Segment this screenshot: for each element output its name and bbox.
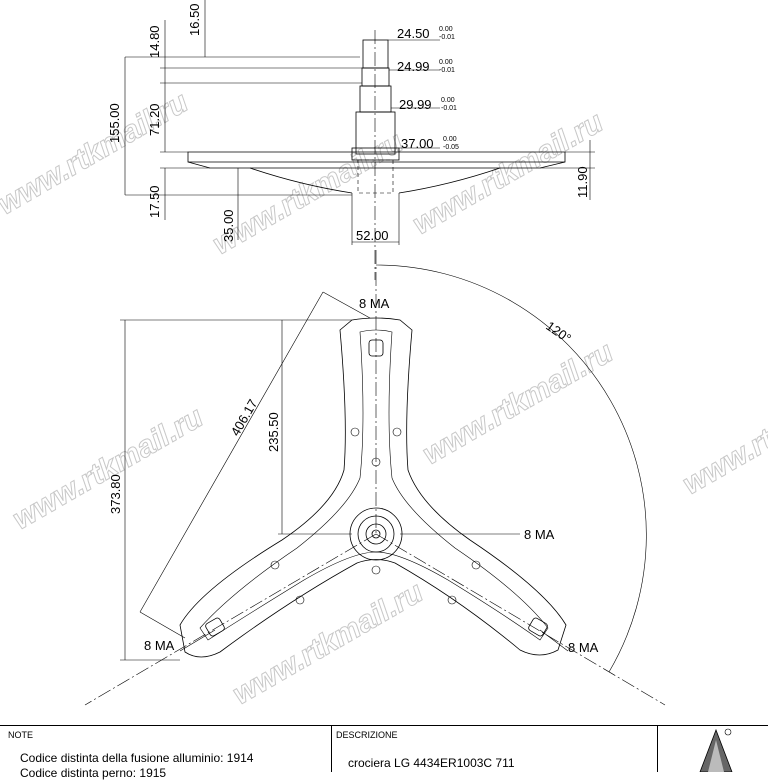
dim-line-406 — [139, 291, 324, 613]
rib-dot-6 — [471, 560, 481, 570]
ext-line-406-bottom — [139, 611, 186, 639]
thread-label-top: 8 MA — [359, 296, 390, 311]
description-heading: DESCRIZIONE — [336, 730, 398, 740]
watermark-5: www.rtkmail.ru — [417, 336, 619, 472]
tol-24-50-low: -0.01 — [439, 34, 455, 41]
note-cell: NOTE Codice distinta della fusione allum… — [0, 726, 332, 780]
dim-16-50: 16.50 — [187, 3, 202, 36]
tol-29-99-up: 0.00 — [441, 97, 455, 104]
dim-24-50: 24.50 — [397, 26, 430, 41]
note-line-2: Codice distinta perno: 1915 — [20, 766, 167, 780]
dim-37-00: 37.00 — [401, 136, 434, 151]
dim-235-50: 235.50 — [266, 412, 281, 452]
spider-inner-outline — [199, 329, 549, 641]
dim-52-00: 52.00 — [356, 228, 389, 243]
shaft-step-1 — [362, 39, 389, 69]
rib-dot-4 — [270, 560, 280, 570]
description-text: crociera LG 4434ER1003C 711 — [348, 756, 515, 770]
right-arm-axis — [375, 533, 666, 706]
dim-155-00: 155.00 — [107, 103, 122, 143]
dim-17-50: 17.50 — [147, 185, 162, 218]
company-logo-icon — [699, 728, 733, 772]
ext-line-406-top — [322, 291, 371, 319]
watermark-7: www.rtkmail.ru — [227, 576, 429, 712]
rib-dot-2 — [392, 427, 402, 437]
tol-24-50-up: 0.00 — [439, 26, 453, 33]
top-view: 120° 373.80 235.50 406.17 8 MA 8 MA 8 MA… — [84, 250, 666, 706]
rib-dot-5 — [295, 595, 305, 605]
dim-35-00: 35.00 — [221, 209, 236, 242]
note-line-1: Codice distinta della fusione alluminio:… — [20, 751, 254, 765]
thread-label-left: 8 MA — [144, 638, 175, 653]
rib-dot-7 — [447, 595, 457, 605]
thread-label-center: 8 MA — [524, 527, 555, 542]
watermark-4: www.rtkmail.ru — [7, 401, 209, 537]
tol-24-99-low: -0.01 — [439, 67, 455, 74]
title-block: NOTE Codice distinta della fusione allum… — [0, 725, 768, 780]
dim-11-90: 11.90 — [575, 166, 590, 198]
hub-bore — [371, 529, 381, 539]
rib-dot-1 — [350, 427, 360, 437]
watermark-6: www.rtkmail.ru — [677, 366, 768, 502]
shaft-step-4 — [355, 111, 396, 155]
dim-373-80: 373.80 — [108, 474, 123, 514]
tol-37-00-up: 0.00 — [443, 136, 457, 143]
technical-drawing: www.rtkmail.ru www.rtkmail.ru www.rtkmai… — [0, 0, 768, 712]
dim-24-99: 24.99 — [397, 59, 430, 74]
shaft-step-3 — [359, 85, 392, 113]
dim-406-17: 406.17 — [228, 397, 261, 439]
leader-right-thread — [539, 629, 569, 652]
rib-dot-8 — [371, 565, 381, 575]
leader-left-thread — [179, 629, 216, 652]
watermarks: www.rtkmail.ru www.rtkmail.ru www.rtkmai… — [0, 85, 768, 712]
dim-29-99: 29.99 — [399, 97, 432, 112]
tol-37-00-low: -0.05 — [443, 144, 459, 151]
dim-14-80: 14.80 — [147, 25, 162, 58]
tol-29-99-low: -0.01 — [441, 105, 457, 112]
shaft-step-2 — [361, 67, 390, 87]
arm-profile-left — [249, 167, 353, 194]
description-cell: DESCRIZIONE crociera LG 4434ER1003C 711 — [332, 726, 658, 772]
note-heading: NOTE — [8, 730, 34, 740]
dim-angle-120: 120° — [543, 318, 574, 346]
tol-24-99-up: 0.00 — [439, 59, 453, 66]
left-hole-pad — [205, 617, 225, 637]
side-view: 16.50 14.80 155.00 71.20 17.50 35.00 24.… — [107, 0, 595, 280]
thread-label-right: 8 MA — [568, 640, 599, 655]
dim-71-20: 71.20 — [147, 103, 162, 136]
spider-outline — [179, 317, 567, 658]
angle-arc-120 — [375, 264, 647, 673]
arm-profile-right — [398, 167, 501, 194]
logo-cell — [658, 726, 768, 772]
left-arm-axis — [84, 533, 377, 706]
hub-hidden — [357, 159, 394, 194]
right-hole-pad — [528, 617, 548, 637]
